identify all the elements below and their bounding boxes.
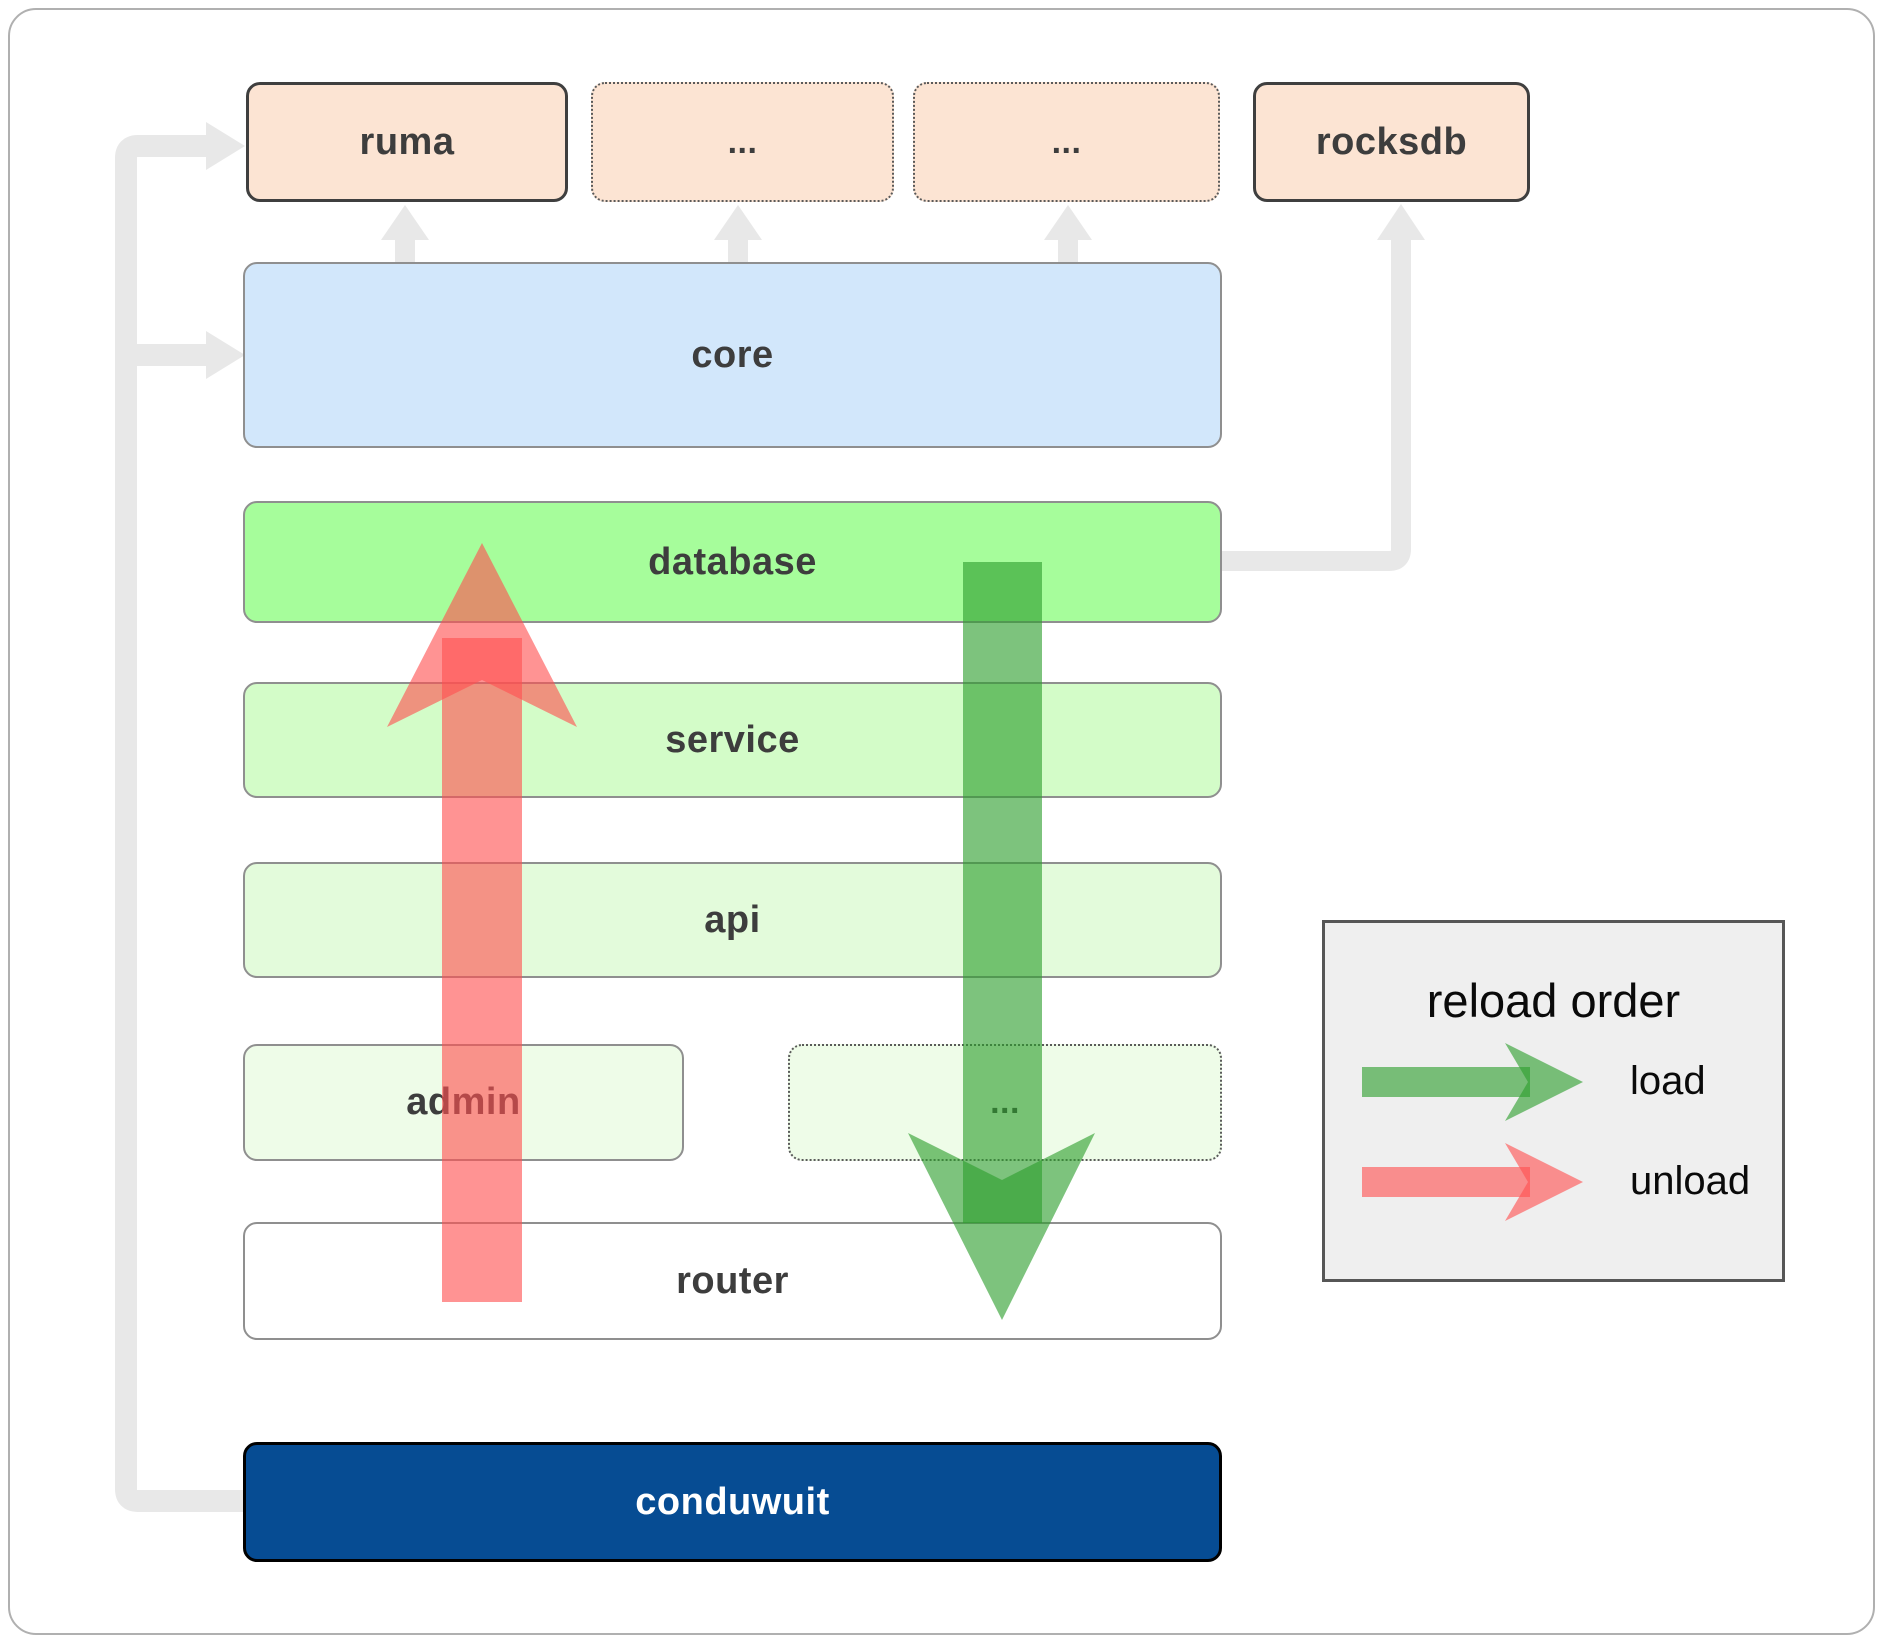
node-ruma: ruma xyxy=(246,82,568,202)
node-conduwuit-label: conduwuit xyxy=(635,1480,830,1523)
node-database-label: database xyxy=(648,540,817,583)
node-rocksdb-label: rocksdb xyxy=(1315,120,1468,163)
node-crates-more-2: ... xyxy=(913,82,1220,202)
node-ruma-label: ruma xyxy=(359,120,455,163)
legend-load-label: load xyxy=(1630,1059,1706,1103)
node-admin-label: admin xyxy=(406,1081,521,1123)
outer-frame xyxy=(8,8,1875,1635)
node-services-more: ... xyxy=(788,1044,1222,1161)
node-rocksdb: rocksdb xyxy=(1253,82,1530,202)
legend-unload-label: unload xyxy=(1630,1159,1751,1203)
node-service-label: service xyxy=(665,718,800,761)
node-api-label: api xyxy=(704,898,761,941)
legend-title: reload order xyxy=(1426,974,1681,1027)
node-router-label: router xyxy=(676,1259,789,1302)
node-core-label: core xyxy=(691,333,774,376)
legend-box: reload order load unload xyxy=(1322,920,1785,1282)
node-core: core xyxy=(243,262,1222,448)
node-router: router xyxy=(243,1222,1222,1340)
node-api: api xyxy=(243,862,1222,978)
node-crates-more-2-label: ... xyxy=(1051,122,1082,161)
node-database: database xyxy=(243,501,1222,623)
node-conduwuit: conduwuit xyxy=(243,1442,1222,1562)
node-crates-more-1: ... xyxy=(591,82,894,202)
node-crates-more-1-label: ... xyxy=(727,122,758,161)
node-service: service xyxy=(243,682,1222,798)
node-services-more-label: ... xyxy=(990,1083,1020,1121)
node-admin: admin xyxy=(243,1044,684,1161)
